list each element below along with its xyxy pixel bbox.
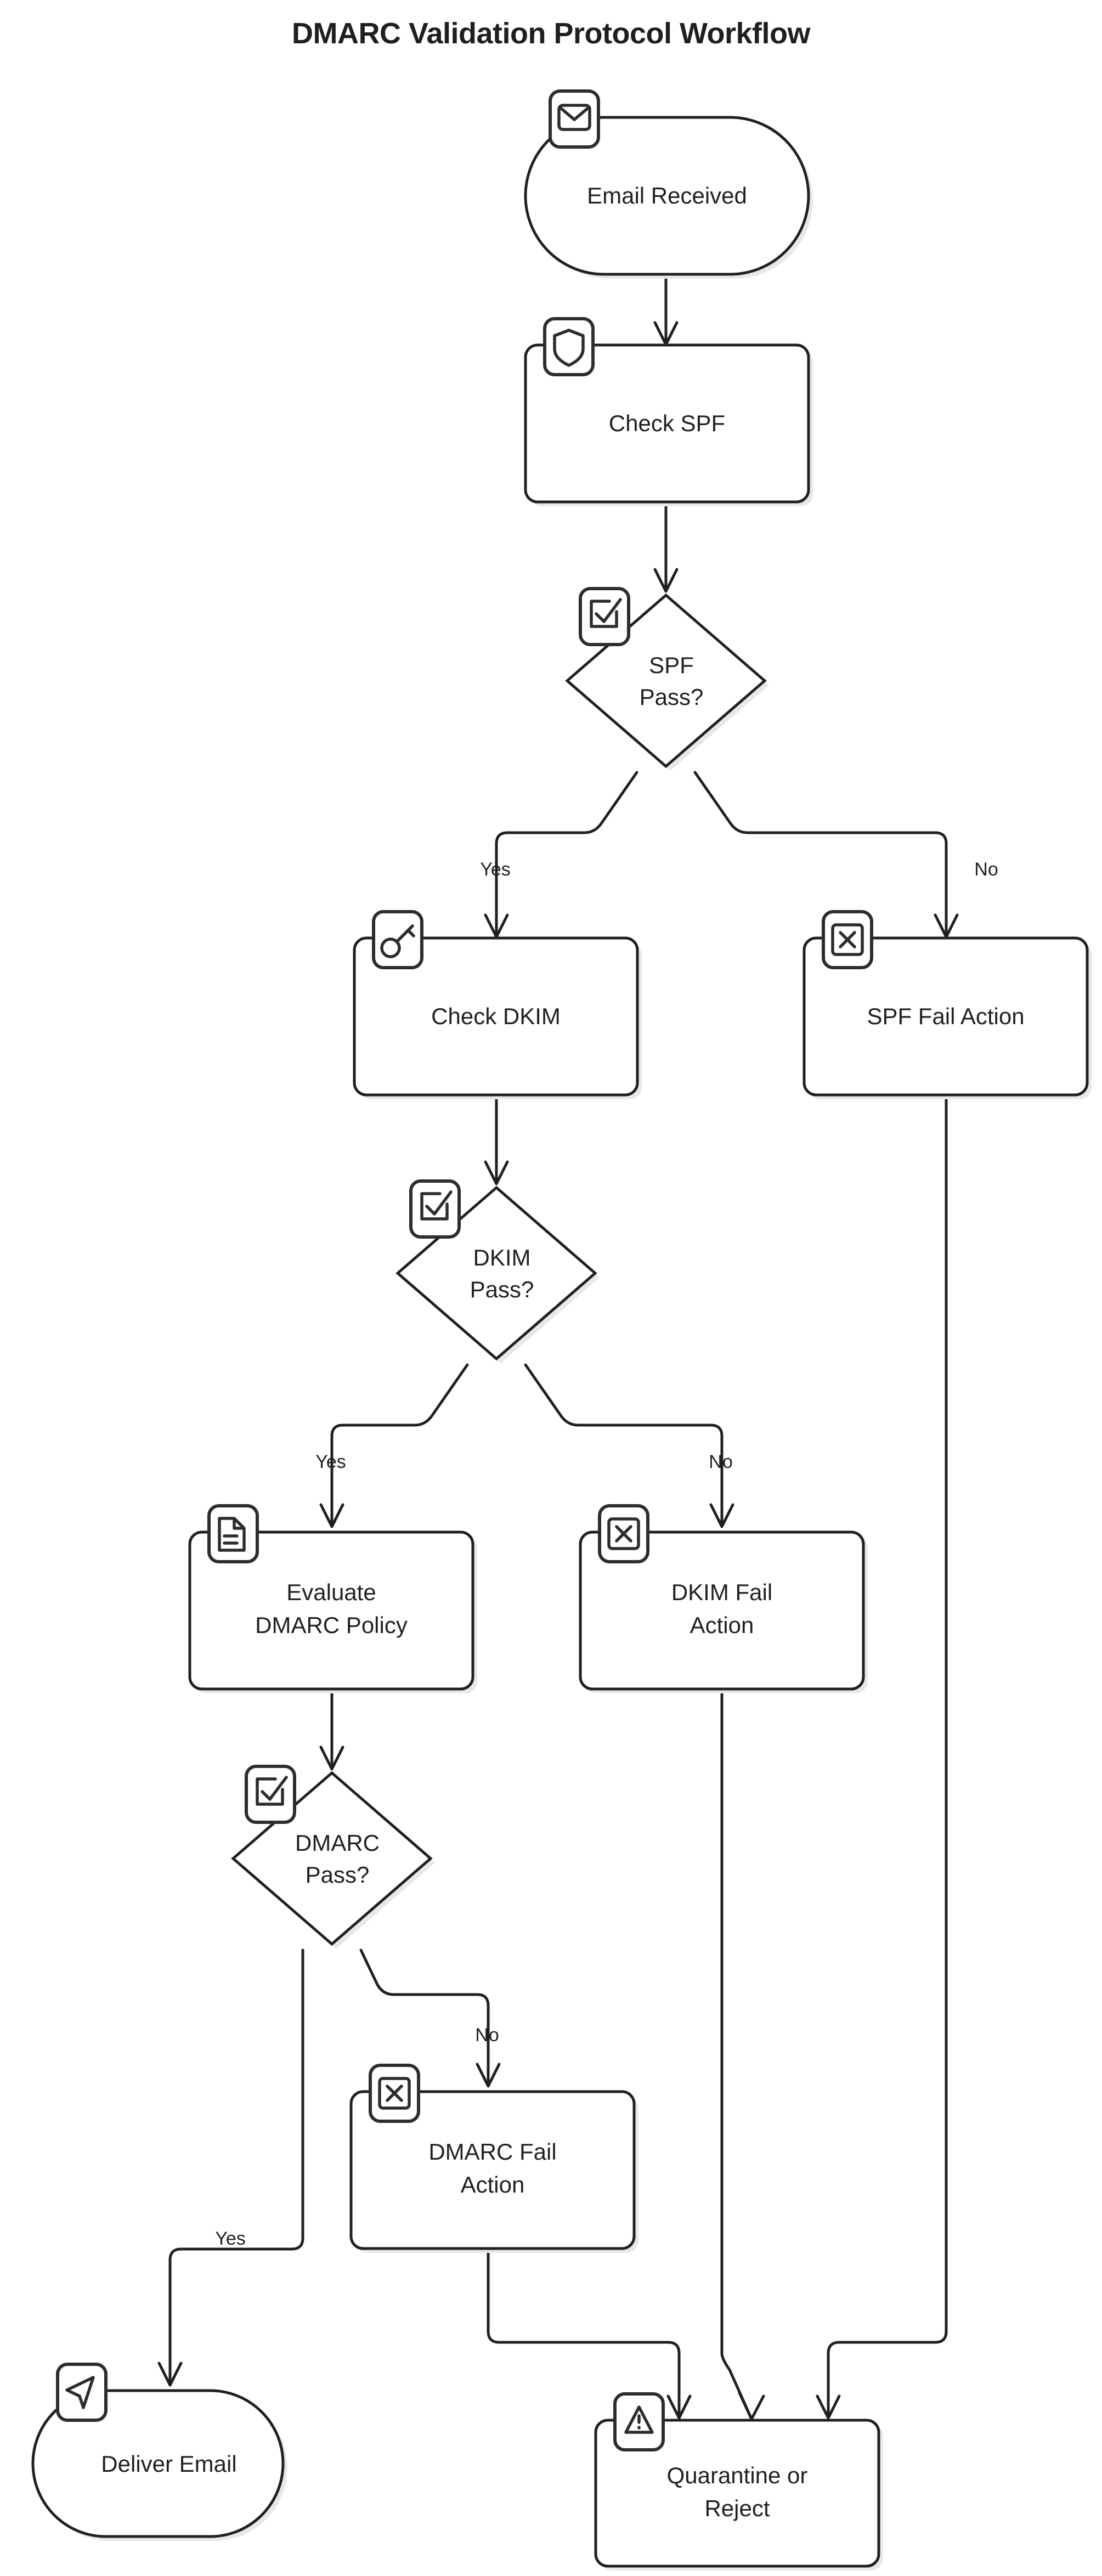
node-label-spf-pass-line1: SPF	[649, 652, 694, 678]
node-check-spf[interactable]: Check SPF	[524, 317, 813, 506]
node-label-dkim-pass-line1: DKIM	[473, 1245, 531, 1270]
edge-label-dmarc-yes: Yes	[215, 2228, 245, 2249]
node-spf-fail-action[interactable]: SPF Fail Action	[803, 910, 1092, 1099]
shield-icon	[543, 317, 595, 376]
node-label-quarantine-line1: Quarantine or	[667, 2462, 808, 2488]
edge-label-dmarc-no: No	[475, 2025, 499, 2046]
document-icon	[207, 1504, 259, 1563]
node-dmarc-fail-action[interactable]: DMARC Fail Action	[349, 2064, 638, 2253]
key-icon	[372, 910, 423, 969]
node-label-evaluate-dmarc-line1: Evaluate	[286, 1579, 376, 1605]
node-label-dkim-pass-line2: Pass?	[470, 1276, 534, 1302]
node-evaluate-dmarc[interactable]: Evaluate DMARC Policy	[188, 1504, 477, 1693]
edge-dkim-pass-yes-to-evaluate-dmarc: Yes	[315, 1363, 469, 1528]
edge-dmarc-fail-action-to-quarantine	[487, 2241, 692, 2420]
node-dmarc-pass[interactable]: DMARC Pass?	[231, 1765, 435, 1948]
envelope-icon	[549, 89, 600, 149]
node-label-check-dkim: Check DKIM	[431, 1003, 561, 1029]
node-label-spf-pass-line2: Pass?	[640, 684, 704, 710]
edge-label-dkim-no: No	[709, 1451, 732, 1472]
node-label-email-received: Email Received	[587, 183, 747, 208]
send-icon	[56, 2363, 108, 2422]
edge-email-received-to-check-spf	[653, 273, 679, 346]
node-label-dmarc-fail-action-line2: Action	[461, 2172, 525, 2197]
node-dkim-pass[interactable]: DKIM Pass?	[395, 1179, 600, 1363]
edge-spf-pass-yes-to-check-dkim: Yes	[480, 771, 638, 939]
x-box-icon	[822, 910, 873, 969]
edge-spf-pass-no-to-spf-fail-action: No	[693, 771, 998, 939]
edge-label-spf-no: No	[974, 859, 998, 880]
node-label-quarantine-line2: Reject	[704, 2495, 770, 2521]
edge-label-spf-yes: Yes	[480, 859, 510, 880]
x-box-icon	[369, 2064, 420, 2123]
node-deliver-email[interactable]: Deliver Email	[31, 2363, 287, 2541]
node-email-received[interactable]: Email Received	[524, 89, 813, 279]
checkbox-check-icon	[245, 1765, 296, 1824]
edge-spf-fail-action-to-quarantine	[816, 1092, 948, 2420]
node-label-dkim-fail-action-line2: Action	[690, 1612, 754, 1638]
checkbox-check-icon	[409, 1179, 461, 1239]
node-label-dkim-fail-action-line1: DKIM Fail	[671, 1579, 772, 1605]
node-dkim-fail-action[interactable]: DKIM Fail Action	[579, 1504, 868, 1693]
node-quarantine-or-reject[interactable]: Quarantine or Reject	[594, 2392, 883, 2571]
node-label-check-spf: Check SPF	[609, 410, 725, 436]
edge-dmarc-pass-no-to-dmarc-fail-action: No	[359, 1948, 501, 2088]
node-spf-pass[interactable]: SPF Pass?	[565, 587, 769, 771]
edge-layer: Yes No Yes No	[157, 273, 998, 2421]
x-box-icon	[598, 1504, 649, 1563]
warning-triangle-icon	[613, 2392, 665, 2451]
node-label-spf-fail-action: SPF Fail Action	[867, 1003, 1024, 1029]
page-title: DMARC Validation Protocol Workflow	[291, 17, 811, 50]
node-label-dmarc-fail-action-line1: DMARC Fail	[428, 2139, 556, 2165]
edge-check-spf-to-spf-pass	[653, 499, 679, 593]
edge-check-dkim-to-dkim-pass	[484, 1092, 509, 1185]
edge-evaluate-dmarc-to-dmarc-pass	[319, 1681, 344, 1771]
edge-dmarc-pass-yes-to-deliver-email: Yes	[157, 1948, 304, 2387]
edge-dkim-pass-no-to-dkim-fail-action: No	[524, 1363, 734, 1528]
node-label-dmarc-pass-line1: DMARC	[295, 1830, 380, 1856]
checkbox-check-icon	[579, 587, 630, 646]
node-check-dkim[interactable]: Check DKIM	[353, 910, 642, 1099]
edge-dkim-fail-action-to-quarantine	[720, 1681, 765, 2421]
node-label-evaluate-dmarc-line2: DMARC Policy	[255, 1612, 408, 1638]
node-label-dmarc-pass-line2: Pass?	[306, 1862, 370, 1888]
edge-label-dkim-yes: Yes	[315, 1451, 346, 1472]
node-label-deliver-email: Deliver Email	[101, 2451, 236, 2477]
